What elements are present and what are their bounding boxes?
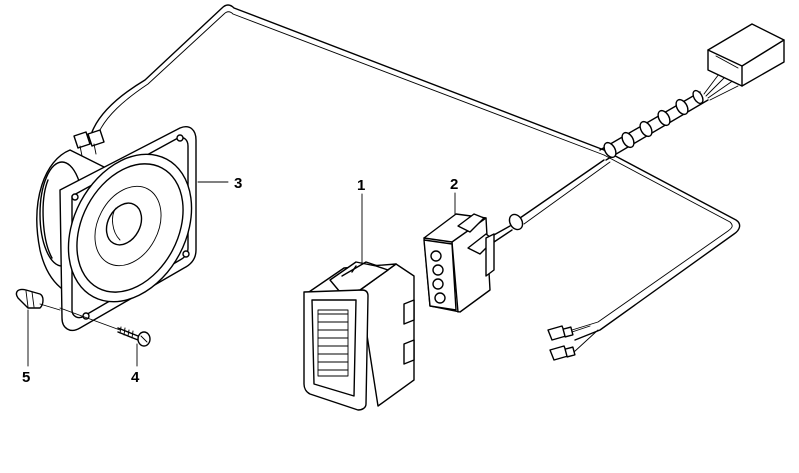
speaker — [36, 126, 197, 332]
wiring-harness — [91, 4, 741, 341]
switch-module — [303, 261, 415, 411]
lower-right-connectors — [547, 325, 599, 361]
callout-2: 2 — [450, 176, 458, 193]
callout-5: 5 — [22, 369, 30, 386]
harness-connector-box — [707, 23, 785, 87]
cable-sleeve-ribs — [603, 89, 704, 159]
speaker-terminal-connectors — [73, 129, 105, 157]
screw — [59, 307, 151, 347]
callout-3: 3 — [234, 175, 242, 192]
expansion-nut — [15, 288, 61, 311]
plug-connector — [423, 213, 495, 313]
leader-lines — [27, 181, 456, 367]
callout-4: 4 — [131, 369, 140, 386]
switch-grille — [317, 309, 349, 377]
callout-1: 1 — [357, 177, 365, 194]
